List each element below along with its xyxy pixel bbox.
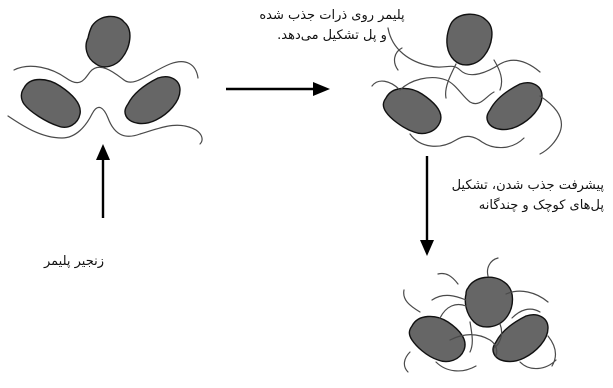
particle-right-stage2 [487, 83, 542, 130]
arrow-right-head [313, 82, 330, 96]
label-right-line-1: پیشرفت جذب شدن، تشکیل [408, 176, 604, 196]
particle-top-stage2 [447, 14, 492, 65]
label-progressive-adsorption: پیشرفت جذب شدن، تشکیل پل‌های کوچک و چندگ… [408, 176, 604, 216]
label-right-line-2: پل‌های کوچک و چندگانه [408, 196, 604, 216]
particle-top-stage3 [465, 277, 512, 327]
label-adsorption-bridging: پلیمر روی ذرات جذب شده و پل تشکیل می‌دهد… [232, 6, 432, 46]
arrow-down-head [420, 240, 434, 256]
stage-3-multiple-bridges [404, 258, 556, 372]
particle-left-stage3 [409, 316, 465, 361]
label-top-line-2: و پل تشکیل می‌دهد. [232, 26, 432, 46]
arrow-up-head [96, 144, 110, 160]
label-left-text: زنجیر پلیمر [14, 252, 134, 272]
arrow-stage1-to-stage2 [226, 82, 330, 96]
particle-left-stage1 [21, 80, 80, 128]
stage-1-free-polymer [8, 16, 202, 144]
particle-right-stage1 [125, 77, 180, 124]
label-top-line-1: پلیمر روی ذرات جذب شده [232, 6, 432, 26]
label-polymer-chain: زنجیر پلیمر [14, 252, 134, 272]
particle-left-stage2 [383, 88, 441, 133]
arrow-to-polymer-chain [96, 144, 110, 218]
particle-top-stage1 [86, 16, 130, 66]
